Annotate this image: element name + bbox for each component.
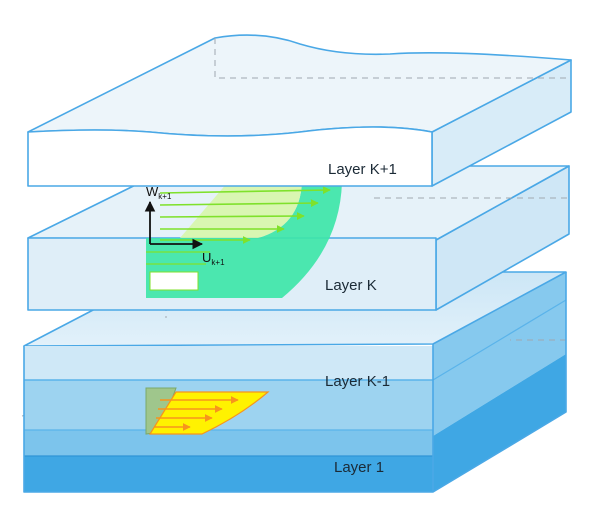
velocity-arrow	[159, 186, 331, 195]
velocity-profile-lower	[145, 387, 270, 435]
velocity-profile-upper	[146, 182, 342, 298]
vertical-axis-label: Wk+1	[146, 184, 172, 201]
layer-k-plus-1-label: Layer K+1	[328, 161, 397, 178]
velocity-arrow	[159, 199, 319, 208]
bottom-stack-right-side	[433, 272, 566, 436]
layer-k-plus-1-slab: Layer K+1	[27, 34, 572, 187]
layer-k-minus-1-front	[24, 346, 433, 380]
hidden-edge	[214, 38, 571, 79]
layer-k-plus-1-front-face	[27, 126, 433, 187]
profile-upper-fill	[180, 182, 302, 238]
interface-line	[432, 299, 567, 381]
layer-1-right-side	[433, 354, 566, 492]
horizontal-axis-label: Uk+1	[202, 250, 225, 267]
velocity-arrow	[159, 212, 305, 221]
local-coordinate-axes: Wk+1 Uk+1	[144, 184, 225, 267]
layer-1-deep-band	[24, 456, 433, 492]
profile-upper-white-cell	[149, 271, 199, 291]
layer-1-label: Layer 1	[334, 459, 384, 476]
layer-k-minus-1-label: Layer K-1	[325, 373, 390, 390]
layer-k-label: Layer K	[325, 277, 377, 294]
